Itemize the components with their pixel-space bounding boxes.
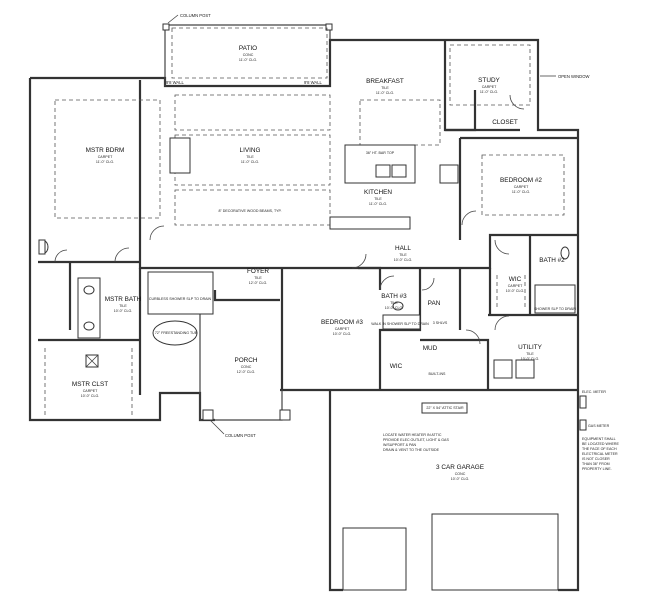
equipment-note-6: THAN 36" FROM <box>582 462 610 466</box>
svg-text:10'-0" CLG.: 10'-0" CLG. <box>114 309 133 313</box>
svg-text:TILE: TILE <box>381 86 389 90</box>
svg-text:TILE: TILE <box>390 301 398 305</box>
freestanding-tub <box>152 320 198 346</box>
svg-text:TILE: TILE <box>374 197 382 201</box>
svg-text:11'-0" CLG.: 11'-0" CLG. <box>376 91 394 95</box>
svg-text:BUILT-INS: BUILT-INS <box>429 372 447 376</box>
svg-text:SHOWER SLP TO DRAIN: SHOWER SLP TO DRAIN <box>534 307 576 311</box>
svg-text:11'-0" CLG.: 11'-0" CLG. <box>96 160 114 164</box>
svg-text:CURBLESS SHOWER SLP TO DRAIN: CURBLESS SHOWER SLP TO DRAIN <box>149 297 212 301</box>
svg-text:CONC: CONC <box>241 365 252 369</box>
equipment-note-7: PROPERTY LINE. <box>582 467 612 471</box>
svg-text:11'-0" CLG.: 11'-0" CLG. <box>239 58 257 62</box>
mstr-clst-label: MSTR CLST <box>72 381 108 388</box>
svg-text:9'8 WALL: 9'8 WALL <box>166 80 185 85</box>
svg-text:TILE: TILE <box>119 304 127 308</box>
water-heater-note-3: W/SUPPORT & PAN <box>383 443 417 447</box>
water-heater-note-2: PROVIDE ELEC OUTLET, LIGHT & GAS <box>383 438 449 442</box>
garage-door-right <box>431 513 559 591</box>
svg-text:11'-0" CLG.: 11'-0" CLG. <box>369 202 387 206</box>
svg-text:11'-0" CLG.: 11'-0" CLG. <box>480 90 498 94</box>
svg-text:CARPET: CARPET <box>335 327 350 331</box>
gas-meter-label: GAS METER <box>588 424 610 428</box>
study-label: STUDY <box>478 77 500 84</box>
annotations: COLUMN POST OPEN WINDOW COLUMN POST 36" … <box>149 13 620 471</box>
svg-text:9'8 WALL: 9'8 WALL <box>304 80 323 85</box>
svg-text:22" X 54" ATTIC STAIR: 22" X 54" ATTIC STAIR <box>426 406 464 410</box>
svg-text:10'-0" CLG.: 10'-0" CLG. <box>385 306 404 310</box>
svg-text:11'-0" CLG.: 11'-0" CLG. <box>512 190 530 194</box>
equipment-note-3: THE FACE OF EACH <box>582 447 617 451</box>
svg-text:CONC: CONC <box>243 53 254 57</box>
wic2-label: WIC <box>390 363 403 370</box>
svg-text:CARPET: CARPET <box>508 284 523 288</box>
bath3-label: BATH #3 <box>381 293 407 300</box>
svg-text:CARPET: CARPET <box>482 85 497 89</box>
svg-text:10'-0" CLG.: 10'-0" CLG. <box>333 332 352 336</box>
svg-text:36" HT. BAR TOP: 36" HT. BAR TOP <box>366 151 395 155</box>
svg-text:10'-0" CLG.: 10'-0" CLG. <box>81 394 100 398</box>
pan-label: PAN <box>428 300 441 307</box>
svg-text:3 SHLVS: 3 SHLVS <box>433 321 448 325</box>
breakfast-label: BREAKFAST <box>366 78 404 85</box>
bedroom2-label: BEDROOM #2 <box>500 177 542 184</box>
living-label: LIVING <box>240 147 261 154</box>
svg-text:72" FREESTANDING TUB: 72" FREESTANDING TUB <box>155 331 198 335</box>
open-window-label: OPEN WINDOW <box>558 74 589 79</box>
svg-text:8" DECORATIVE WOOD BEAMS, TYP.: 8" DECORATIVE WOOD BEAMS, TYP. <box>219 209 282 213</box>
garage-door-left <box>342 527 407 591</box>
svg-text:12'-0" CLG.: 12'-0" CLG. <box>249 281 268 285</box>
svg-text:CARPET: CARPET <box>514 185 529 189</box>
equipment-note-5: IS NOT CLOSER <box>582 457 610 461</box>
patio-label: PATIO <box>239 45 257 52</box>
utility-label: UTILITY <box>518 344 543 351</box>
water-heater-note-1: LOCATE WATER HEATER IN ATTIC <box>383 433 442 437</box>
svg-text:CARPET: CARPET <box>83 389 98 393</box>
svg-text:11'-0" CLG.: 11'-0" CLG. <box>241 160 259 164</box>
svg-text:TILE: TILE <box>526 352 534 356</box>
water-heater-note-4: DRAIN & VENT TO THE OUTSIDE <box>383 448 440 452</box>
porch-outline <box>199 300 291 421</box>
column-post-top-label: COLUMN POST <box>180 13 211 18</box>
column-post-bottom-label: COLUMN POST <box>225 433 256 438</box>
svg-text:WALK IN SHOWER SLP TO DRAIN: WALK IN SHOWER SLP TO DRAIN <box>371 322 429 326</box>
porch-label: PORCH <box>234 357 257 364</box>
equipment-note-2: BE LOCATED WHERE <box>582 442 619 446</box>
svg-text:10'-0" CLG.: 10'-0" CLG. <box>394 258 413 262</box>
kitchen-label: KITCHEN <box>364 189 392 196</box>
interior-walls <box>38 40 578 395</box>
bedroom3-label: BEDROOM #3 <box>321 319 363 326</box>
doors <box>54 94 525 345</box>
garage-label: 3 CAR GARAGE <box>436 464 484 471</box>
equipment-note-1: EQUIPMENT SHALL <box>582 437 616 441</box>
svg-text:10'-0" CLG.: 10'-0" CLG. <box>506 289 525 293</box>
svg-text:10'-0" CLG.: 10'-0" CLG. <box>451 477 470 481</box>
svg-text:CARPET: CARPET <box>98 155 113 159</box>
svg-text:TILE: TILE <box>399 253 407 257</box>
mstr-bdrm-label: MSTR BDRM <box>86 147 125 154</box>
elec-meter-label: ELEC. METER <box>582 390 606 394</box>
mstr-bath-label: MSTR BATH <box>105 296 142 303</box>
patio-outline: 9'8 WALL 9'8 WALL <box>162 23 333 86</box>
hall-label: HALL <box>395 245 411 252</box>
wic1-label: WIC <box>509 276 522 283</box>
svg-text:TILE: TILE <box>254 276 262 280</box>
fixtures <box>38 137 587 591</box>
bath2-label: BATH #2 <box>539 257 565 264</box>
equipment-note-4: ELECTRICAL METER <box>582 452 618 456</box>
fireplace <box>169 137 191 174</box>
mud-label: MUD <box>423 345 438 352</box>
svg-text:10'-0" CLG.: 10'-0" CLG. <box>521 357 540 361</box>
ceiling-lines <box>54 27 565 226</box>
svg-text:12'-0" CLG.: 12'-0" CLG. <box>237 370 256 374</box>
svg-text:TILE: TILE <box>246 155 254 159</box>
foyer-label: FOYER <box>247 268 269 275</box>
closet-label: CLOSET <box>492 119 518 126</box>
room-labels: PATIO CONC 11'-0" CLG. BREAKFAST TILE 11… <box>72 45 565 481</box>
svg-text:CONC: CONC <box>455 472 466 476</box>
